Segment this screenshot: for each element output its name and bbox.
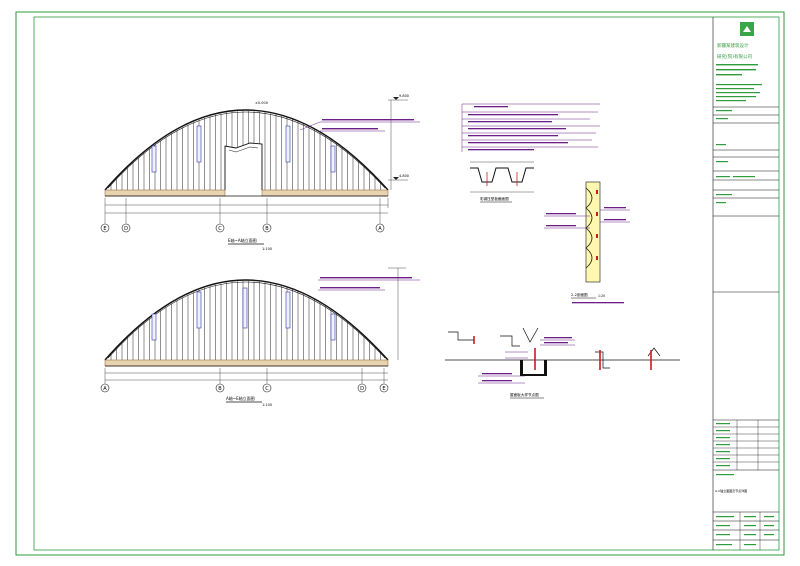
inner-frame [33, 16, 780, 551]
foundation-band [104, 359, 389, 367]
elevation-top: E D C B A 9.800 4.800 ±0.000 E轴~A轴立面图 1:… [100, 94, 420, 251]
axis-label: B [265, 226, 269, 232]
door-opening [224, 142, 263, 190]
elevation-scale: 1:100 [262, 403, 272, 407]
drawing-name: A,C轴立面图及节点详图 [715, 488, 747, 493]
window-slots [151, 125, 336, 173]
elevation-scale: 1:100 [262, 247, 272, 251]
level-text: 9.800 [399, 94, 409, 98]
level-text: ±0.000 [255, 101, 268, 105]
section-scale: 1:20 [598, 294, 605, 298]
axis-bubbles [100, 383, 389, 393]
leader-notes [299, 119, 420, 132]
foundation-band [104, 189, 226, 197]
axis-label: C [265, 386, 269, 392]
leader-notes [318, 277, 420, 291]
axis-label: C [218, 226, 222, 232]
axis-label: A [378, 226, 382, 232]
window-slots [151, 287, 336, 341]
level-text: 4.800 [399, 174, 409, 178]
axis-label: E [382, 386, 385, 392]
axis-label: A [103, 386, 107, 392]
arch-outline [104, 109, 389, 191]
axis-label: D [124, 226, 128, 232]
detail-title: 屋面板大样节点图 [510, 392, 539, 397]
section-2-2: 2-2剖面图 1:20 [544, 181, 630, 304]
node-detail: 屋面板大样节点图 [445, 327, 680, 399]
axis-label: D [360, 386, 364, 392]
arch-outline [104, 279, 389, 361]
section-title: 2-2剖面图 [571, 292, 588, 297]
corrugated-profile [470, 167, 534, 183]
elevation-bottom: A B C D E A轴~E轴立面图 1:100 [100, 267, 420, 407]
elevation-title: A轴~E轴立面图 [226, 395, 255, 401]
plate-section-detail: 彩钢压型板截面图 [461, 103, 600, 203]
axis-label: E [103, 226, 106, 232]
detail-title: 彩钢压型板截面图 [480, 196, 509, 201]
company-name: 新疆某建筑设计 [717, 42, 749, 49]
outer-frame [15, 11, 785, 556]
axis-bubbles [100, 223, 385, 233]
company-name: 研究(院)有限公司 [717, 53, 752, 60]
elevation-title: E轴~A轴立面图 [228, 237, 257, 243]
axis-label: B [218, 386, 222, 392]
title-block: 新疆某建筑设计 研究(院)有限公司 [712, 17, 779, 550]
